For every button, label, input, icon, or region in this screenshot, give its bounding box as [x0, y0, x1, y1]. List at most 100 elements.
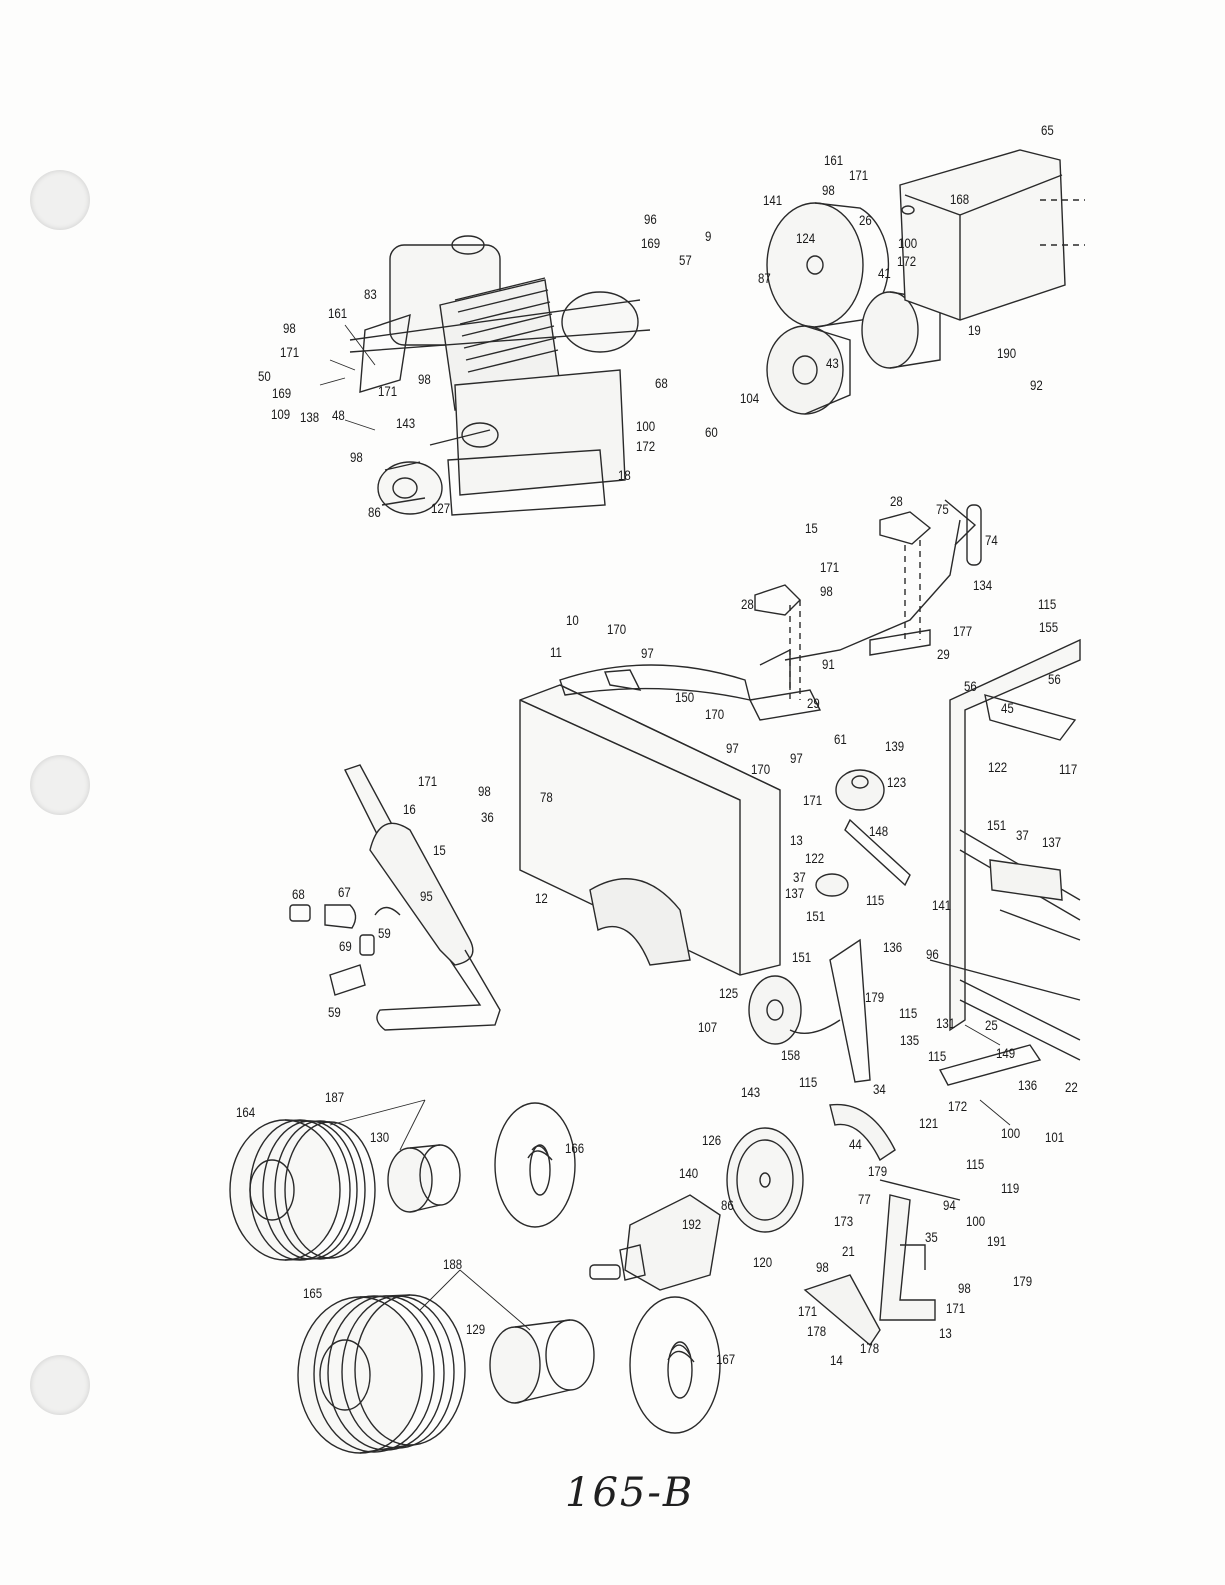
callout-69: 69 — [339, 938, 352, 954]
callout-16: 16 — [403, 801, 416, 817]
flywheel-cover — [766, 202, 890, 328]
callout-131: 131 — [936, 1015, 956, 1031]
callout-139: 139 — [885, 738, 905, 754]
callout-178: 178 — [860, 1340, 880, 1356]
callout-170: 170 — [607, 621, 627, 637]
callout-100: 100 — [1001, 1125, 1021, 1141]
callout-126: 126 — [702, 1132, 722, 1148]
callout-155: 155 — [1039, 619, 1059, 635]
callout-98: 98 — [418, 371, 431, 387]
exhaust-fittings — [289, 904, 401, 996]
callout-124: 124 — [796, 230, 816, 246]
callout-68: 68 — [655, 375, 668, 391]
callout-65: 65 — [1041, 122, 1054, 138]
callout-115: 115 — [799, 1074, 818, 1090]
callout-13: 13 — [790, 832, 803, 848]
callout-75: 75 — [936, 501, 949, 517]
callout-96: 96 — [926, 946, 939, 962]
callout-45: 45 — [1001, 700, 1014, 716]
callout-15: 15 — [805, 520, 818, 536]
binder-hole-bottom — [30, 1355, 90, 1415]
callout-172: 172 — [636, 438, 656, 454]
callout-151: 151 — [806, 908, 826, 924]
callout-179: 179 — [1013, 1273, 1033, 1289]
callout-136: 136 — [883, 939, 903, 955]
callout-10: 10 — [566, 612, 579, 628]
callout-161: 161 — [824, 152, 844, 168]
callout-138: 138 — [300, 409, 320, 425]
callout-98: 98 — [820, 583, 833, 599]
callout-171: 171 — [280, 344, 300, 360]
callout-97: 97 — [726, 740, 739, 756]
callout-171: 171 — [798, 1303, 818, 1319]
front-tube — [494, 1102, 576, 1228]
callout-122: 122 — [805, 850, 825, 866]
callout-100: 100 — [898, 235, 918, 251]
callout-86: 86 — [721, 1197, 734, 1213]
callout-141: 141 — [932, 897, 952, 913]
callout-117: 117 — [1059, 761, 1078, 777]
callout-143: 143 — [741, 1084, 761, 1100]
callout-173: 173 — [834, 1213, 854, 1229]
rear-rim — [489, 1319, 595, 1404]
callout-43: 43 — [826, 355, 839, 371]
callout-48: 48 — [332, 407, 345, 423]
callout-170: 170 — [751, 761, 771, 777]
idler-pulleys — [748, 769, 911, 1045]
drive-pulley — [726, 1127, 804, 1233]
callout-19: 19 — [968, 322, 981, 338]
callout-125: 125 — [719, 985, 739, 1001]
callout-165: 165 — [303, 1285, 323, 1301]
callout-119: 119 — [1001, 1180, 1020, 1196]
callout-109: 109 — [271, 406, 291, 422]
callout-77: 77 — [858, 1191, 871, 1207]
callout-86: 86 — [368, 504, 381, 520]
callout-170: 170 — [705, 706, 725, 722]
callout-96: 96 — [644, 211, 657, 227]
callout-192: 192 — [682, 1216, 702, 1232]
callout-179: 179 — [865, 989, 885, 1005]
callout-164: 164 — [236, 1104, 256, 1120]
callout-34: 34 — [873, 1081, 886, 1097]
control-linkage — [789, 938, 1042, 1347]
page-mark: 165-B — [565, 1470, 695, 1516]
callout-95: 95 — [420, 888, 433, 904]
callout-44: 44 — [849, 1136, 862, 1152]
callout-171: 171 — [803, 792, 823, 808]
callout-56: 56 — [964, 678, 977, 694]
engine-assembly — [349, 235, 651, 516]
handle-frame — [748, 499, 982, 721]
callout-91: 91 — [822, 656, 835, 672]
callout-171: 171 — [946, 1300, 966, 1316]
callout-143: 143 — [396, 415, 416, 431]
callout-83: 83 — [364, 286, 377, 302]
callout-100: 100 — [636, 418, 656, 434]
callout-98: 98 — [350, 449, 363, 465]
callout-56: 56 — [1048, 671, 1061, 687]
callout-41: 41 — [878, 265, 891, 281]
callout-178: 178 — [807, 1323, 827, 1339]
callout-115: 115 — [899, 1005, 918, 1021]
front-rim — [387, 1144, 461, 1213]
callout-115: 115 — [966, 1156, 985, 1172]
transmission-hub — [589, 1194, 721, 1291]
callout-136: 136 — [1018, 1077, 1038, 1093]
callout-29: 29 — [937, 646, 950, 662]
callout-101: 101 — [1045, 1129, 1065, 1145]
callout-28: 28 — [890, 493, 903, 509]
callout-168: 168 — [950, 191, 970, 207]
callout-140: 140 — [679, 1165, 699, 1181]
callout-60: 60 — [705, 424, 718, 440]
callout-50: 50 — [258, 368, 271, 384]
callout-129: 129 — [466, 1321, 486, 1337]
callout-187: 187 — [325, 1089, 345, 1105]
callout-12: 12 — [535, 890, 548, 906]
callout-149: 149 — [996, 1045, 1016, 1061]
callout-169: 169 — [272, 385, 292, 401]
callout-135: 135 — [900, 1032, 920, 1048]
callout-148: 148 — [869, 823, 889, 839]
callout-130: 130 — [370, 1129, 390, 1145]
callout-141: 141 — [763, 192, 783, 208]
callout-87: 87 — [758, 270, 771, 286]
